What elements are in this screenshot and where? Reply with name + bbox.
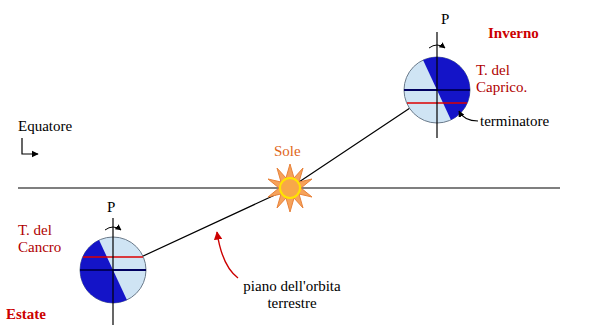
orbit-label: piano dell'orbita terrestre bbox=[232, 278, 352, 312]
orbit-plane-line bbox=[113, 90, 437, 270]
pole-label: P bbox=[107, 199, 115, 216]
terminator-leader bbox=[459, 111, 478, 121]
orbit-leader bbox=[217, 232, 238, 278]
season-label: Estate bbox=[6, 306, 46, 323]
pole-label: P bbox=[441, 11, 449, 28]
tropic-label: T. del Caprico. bbox=[476, 62, 538, 96]
equator-label: Equatore bbox=[18, 118, 72, 135]
winter-earth bbox=[404, 32, 481, 138]
season-label: Inverno bbox=[488, 25, 539, 42]
terminator-label: terminatore bbox=[480, 113, 549, 130]
equator-arrow bbox=[22, 138, 38, 154]
sun-label: Sole bbox=[274, 143, 301, 160]
tropic-label: T. del Cancro bbox=[18, 222, 73, 256]
summer-earth bbox=[69, 218, 146, 325]
sun-symbol bbox=[268, 164, 312, 212]
